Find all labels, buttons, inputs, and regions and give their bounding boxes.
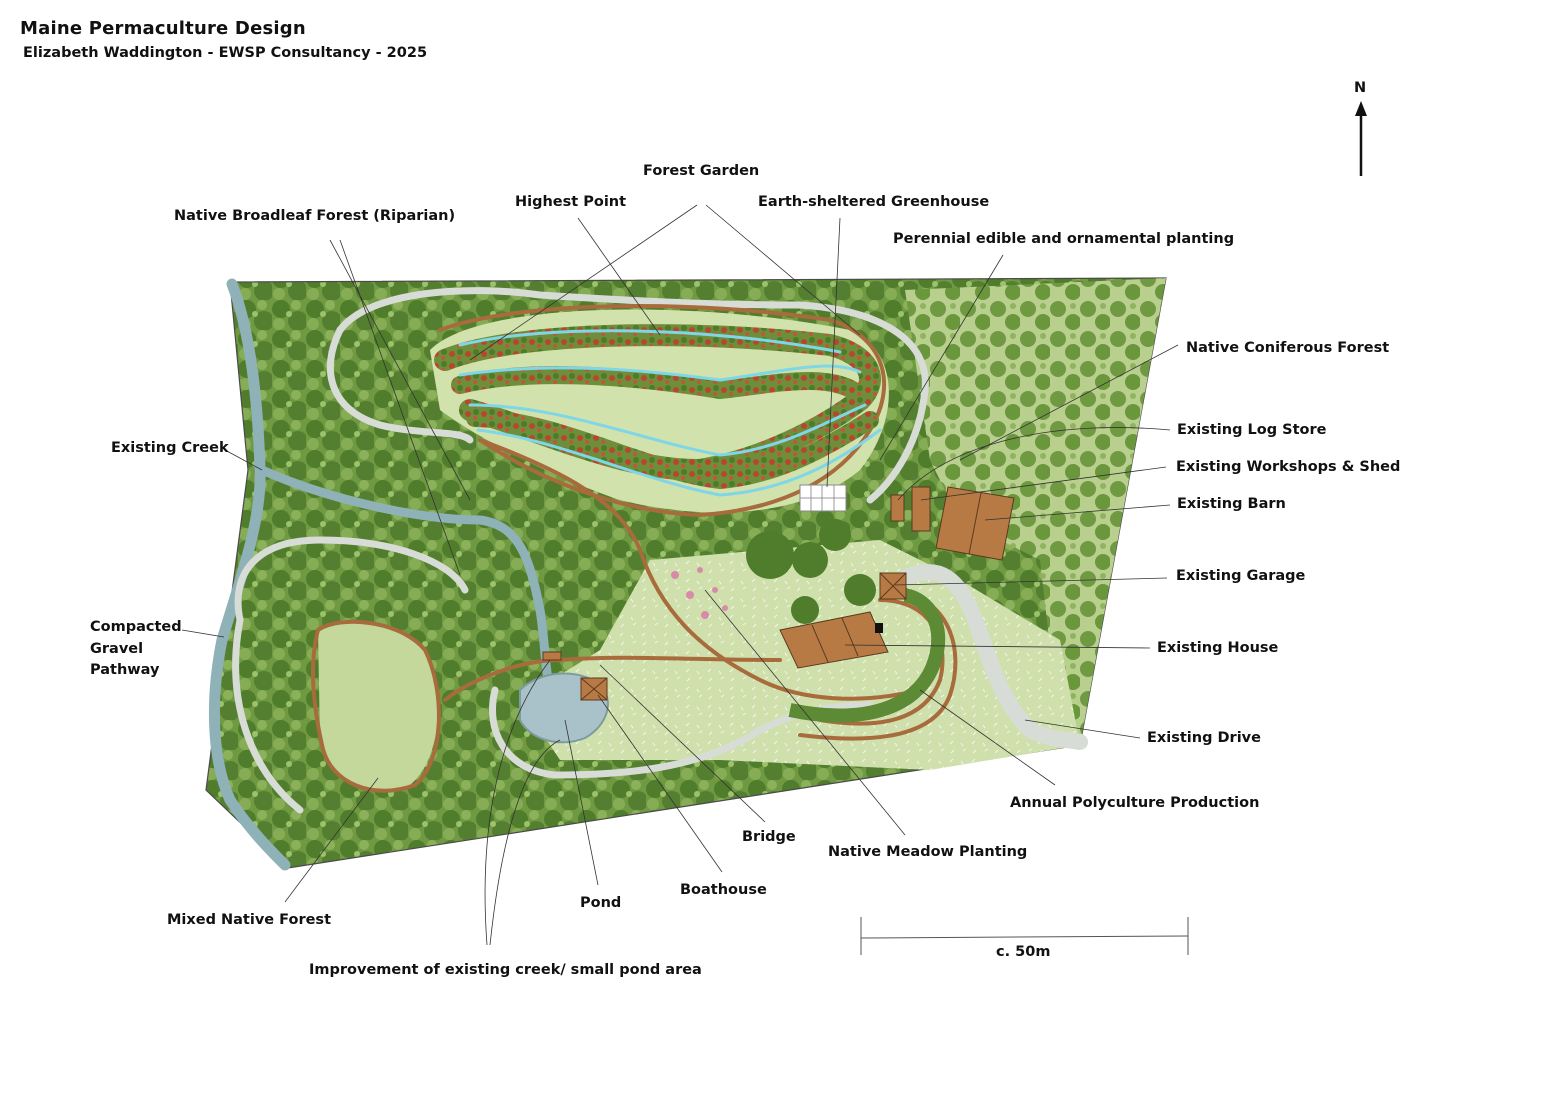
perennial-cluster [791,596,819,624]
meadow-flower [686,591,694,599]
leader-perennial [879,254,1004,461]
leader-barn [984,504,1171,521]
leader-drive [1024,719,1141,739]
leader-coniferous [959,344,1179,461]
leader-creek-improvement-2 [489,739,561,946]
label-earth-greenhouse: Earth-sheltered Greenhouse [758,194,990,210]
leader-bridge [599,664,766,823]
brown-path-pond-link [443,655,782,702]
swale-1 [458,329,842,354]
label-creek-improvement: Improvement of existing creek/ small pon… [309,962,702,978]
perennial-cluster [819,519,851,551]
coniferous-forest-area [905,278,1166,745]
brown-path-mixed-forest [311,619,441,793]
perennial-cluster [792,542,828,578]
leader-pond [564,719,599,886]
house-chimney [875,623,883,633]
bridge [542,651,562,661]
label-mixed-native-forest: Mixed Native Forest [167,912,331,928]
forest-garden-bed-3 [466,409,879,490]
greenhouse-grid [800,485,846,511]
label-annual-polyculture: Annual Polyculture Production [1010,795,1260,811]
label-existing-creek: Existing Creek [111,440,229,456]
forest-garden-bed-2 [451,366,869,404]
meadow-flower [712,587,718,593]
scale-bar [860,917,1189,955]
creek-branch [257,465,555,695]
barn-ridge [968,492,982,555]
label-barn: Existing Barn [1177,496,1286,512]
label-log-store: Existing Log Store [1177,422,1327,438]
label-pond: Pond [580,895,622,911]
meadow-flower [701,611,709,619]
leader-house [844,644,1151,649]
meadow-flower [671,571,679,579]
label-highest-point: Highest Point [515,194,627,210]
perennial-cluster [844,574,876,606]
garage-roof [879,572,907,600]
leader-greenhouse [826,217,841,488]
perennial-cluster [746,531,794,579]
brown-path-central [478,438,922,701]
mixed-forest-clearing [318,620,439,790]
map-title: Maine Permaculture Design [20,18,306,39]
label-native-coniferous: Native Coniferous Forest [1186,340,1390,356]
north-arrow-icon [1355,101,1367,176]
leader-creek [224,449,263,471]
scale-label: c. 50m [996,944,1051,960]
gravel-path-loop-north [336,287,929,504]
leader-mixed-forest [284,777,379,903]
map-subtitle: Elizabeth Waddington - EWSP Consultancy … [23,45,428,61]
label-gravel-3: Pathway [90,662,160,678]
leader-creek-improvement-1 [484,659,551,946]
gravel-path-southwest [234,536,469,624]
leader-boathouse [597,694,723,873]
gravel-path-west [326,326,474,444]
leader-workshops [920,466,1167,501]
leader-broadleaf-1 [329,239,471,501]
gravel-path-loop-south [232,616,304,814]
label-forest-garden: Forest Garden [643,163,760,179]
leader-broadleaf-2 [339,239,461,576]
label-workshops-shed: Existing Workshops & Shed [1176,459,1401,475]
label-perennial-planting: Perennial edible and ornamental planting [893,231,1235,247]
meadow-flower [722,605,728,611]
existing-creek [208,278,291,871]
leader-annual [919,689,1056,786]
log-store [890,494,905,522]
leader-highest-point [577,217,661,336]
label-house: Existing House [1157,640,1279,656]
leader-forest-garden-2 [705,204,861,336]
workshops-shed [911,486,931,532]
label-gravel-2: Gravel [90,641,144,657]
label-drive: Existing Drive [1147,730,1261,746]
north-label: N [1354,80,1367,96]
house [779,611,889,669]
swale-4 [476,428,882,497]
boathouse-roof [580,677,608,701]
annual-polyculture-beds [788,588,946,723]
swale-2 [458,364,862,382]
label-native-meadow: Native Meadow Planting [828,844,1028,860]
label-garage: Existing Garage [1176,568,1306,584]
leader-meadow [704,589,906,836]
label-boathouse: Boathouse [680,882,767,898]
brown-path-annual-arcs [818,598,945,726]
label-gravel-1: Compacted [90,619,182,635]
leader-gravel [181,629,225,638]
swale-3 [468,403,867,457]
leader-log-store [897,427,1171,501]
label-native-broadleaf: Native Broadleaf Forest (Riparian) [174,208,456,224]
label-bridge: Bridge [742,829,796,845]
meadow-flower [697,567,703,573]
leader-forest-garden-1 [469,204,698,361]
house-ridge [811,617,859,663]
leader-garage [894,577,1168,586]
existing-drive [892,564,1088,750]
